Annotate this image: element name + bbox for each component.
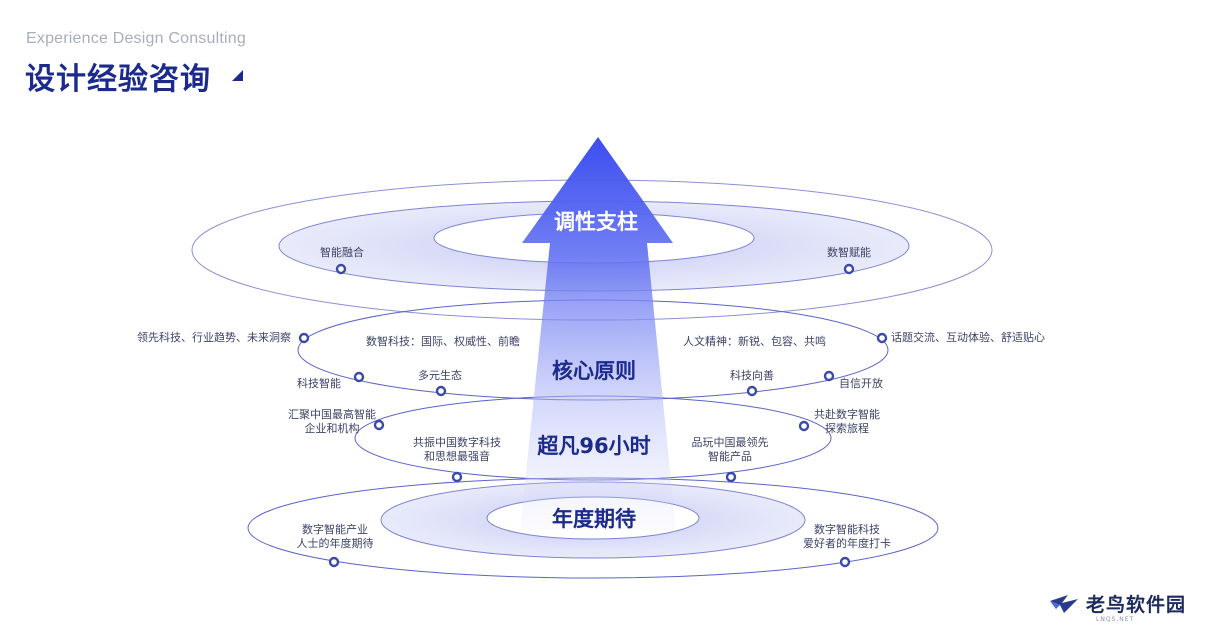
ring1-left-label: 智能融合 [320,246,364,259]
watermark-name: 老鸟软件园 [1086,594,1187,616]
ring3-right-outer-line1: 共赴数字智能 [814,408,880,421]
ring3-right-inner-line2: 智能产品 [708,450,752,463]
page-title: 设计经验咨询 [25,62,211,97]
level-tone-title: 调性支柱 [554,210,638,234]
dot-ring1-left [335,263,347,275]
level-annual-title: 年度期待 [552,507,636,531]
upward-arrow [520,137,676,530]
ring4-right-line2: 爱好者的年度打卡 [803,537,891,550]
dot-ring3-right-inner [725,471,737,483]
dot-ring4-left [328,556,340,568]
dot-ring3-left-outer [373,419,385,431]
ring4-right-label: 数字智能科技 爱好者的年度打卡 [797,523,897,551]
dot-ring3-right-outer [798,420,810,432]
ring3-right-outer-line2: 探索旅程 [825,422,869,435]
ring3-right-inner-line1: 品玩中国最领先 [691,436,769,449]
ring3-left-outer-line1: 汇聚中国最高智能 [288,408,376,421]
ring2-inner-right-label: 人文精神：新锐、包容、共鸣 [683,335,826,348]
ring3-left-inner-label: 共振中国数字科技 和思想最强音 [412,436,502,464]
level-principles-title: 核心原则 [552,359,636,383]
dot-ring2-bottom-left-inner [435,385,447,397]
dot-ring2-bottom-right-outer [823,370,835,382]
ring2-outer-left-label: 领先科技、行业趋势、未来洞察 [137,331,291,344]
dot-ring3-left-inner [451,471,463,483]
ring3-left-outer-line2: 企业和机构 [304,422,360,435]
title-corner-mark [232,70,243,81]
ring4-left-line2: 人士的年度期待 [296,537,374,550]
watermark-sub: LNQS.NET [1096,616,1135,623]
watermark-logo: 老鸟软件园 [1048,590,1186,617]
dot-ring2-bottom-right-inner [746,385,758,397]
ring1-right-label: 数智赋能 [827,246,871,259]
ring2-bottom-left-inner-label: 多元生态 [418,369,462,382]
ring2-bottom-right-inner-label: 科技向善 [730,369,774,382]
bird-icon [1050,594,1078,613]
dot-ring2-bottom-left-outer [353,371,365,383]
ring2-bottom-left-outer-label: 科技智能 [297,377,341,390]
ring3-right-outer-label: 共赴数字智能 探索旅程 [812,408,882,436]
ring3-left-outer-label: 汇聚中国最高智能 企业和机构 [288,408,376,436]
ring3-left-inner-line2: 和思想最强音 [424,450,490,463]
level-event-title: 超凡96小时 [537,434,651,458]
ring2-bottom-right-outer-label: 自信开放 [839,377,883,390]
ring2-outer-right-label: 话题交流、互动体验、舒适贴心 [891,331,1045,344]
ring3-left-inner-line1: 共振中国数字科技 [413,436,501,449]
page-subtitle: Experience Design Consulting [26,30,246,47]
ring4-left-label: 数字智能产业 人士的年度期待 [290,523,380,551]
dot-ring2-outer-left [298,332,310,344]
dot-ring4-right [839,556,851,568]
ring4-left-line1: 数字智能产业 [302,523,368,536]
ring2-inner-left-label: 数智科技：国际、权威性、前瞻 [366,335,520,348]
ring4-right-line1: 数字智能科技 [814,523,880,536]
dot-ring1-right [843,263,855,275]
ring3-right-inner-label: 品玩中国最领先 智能产品 [690,436,770,464]
dot-ring2-outer-right [876,332,888,344]
